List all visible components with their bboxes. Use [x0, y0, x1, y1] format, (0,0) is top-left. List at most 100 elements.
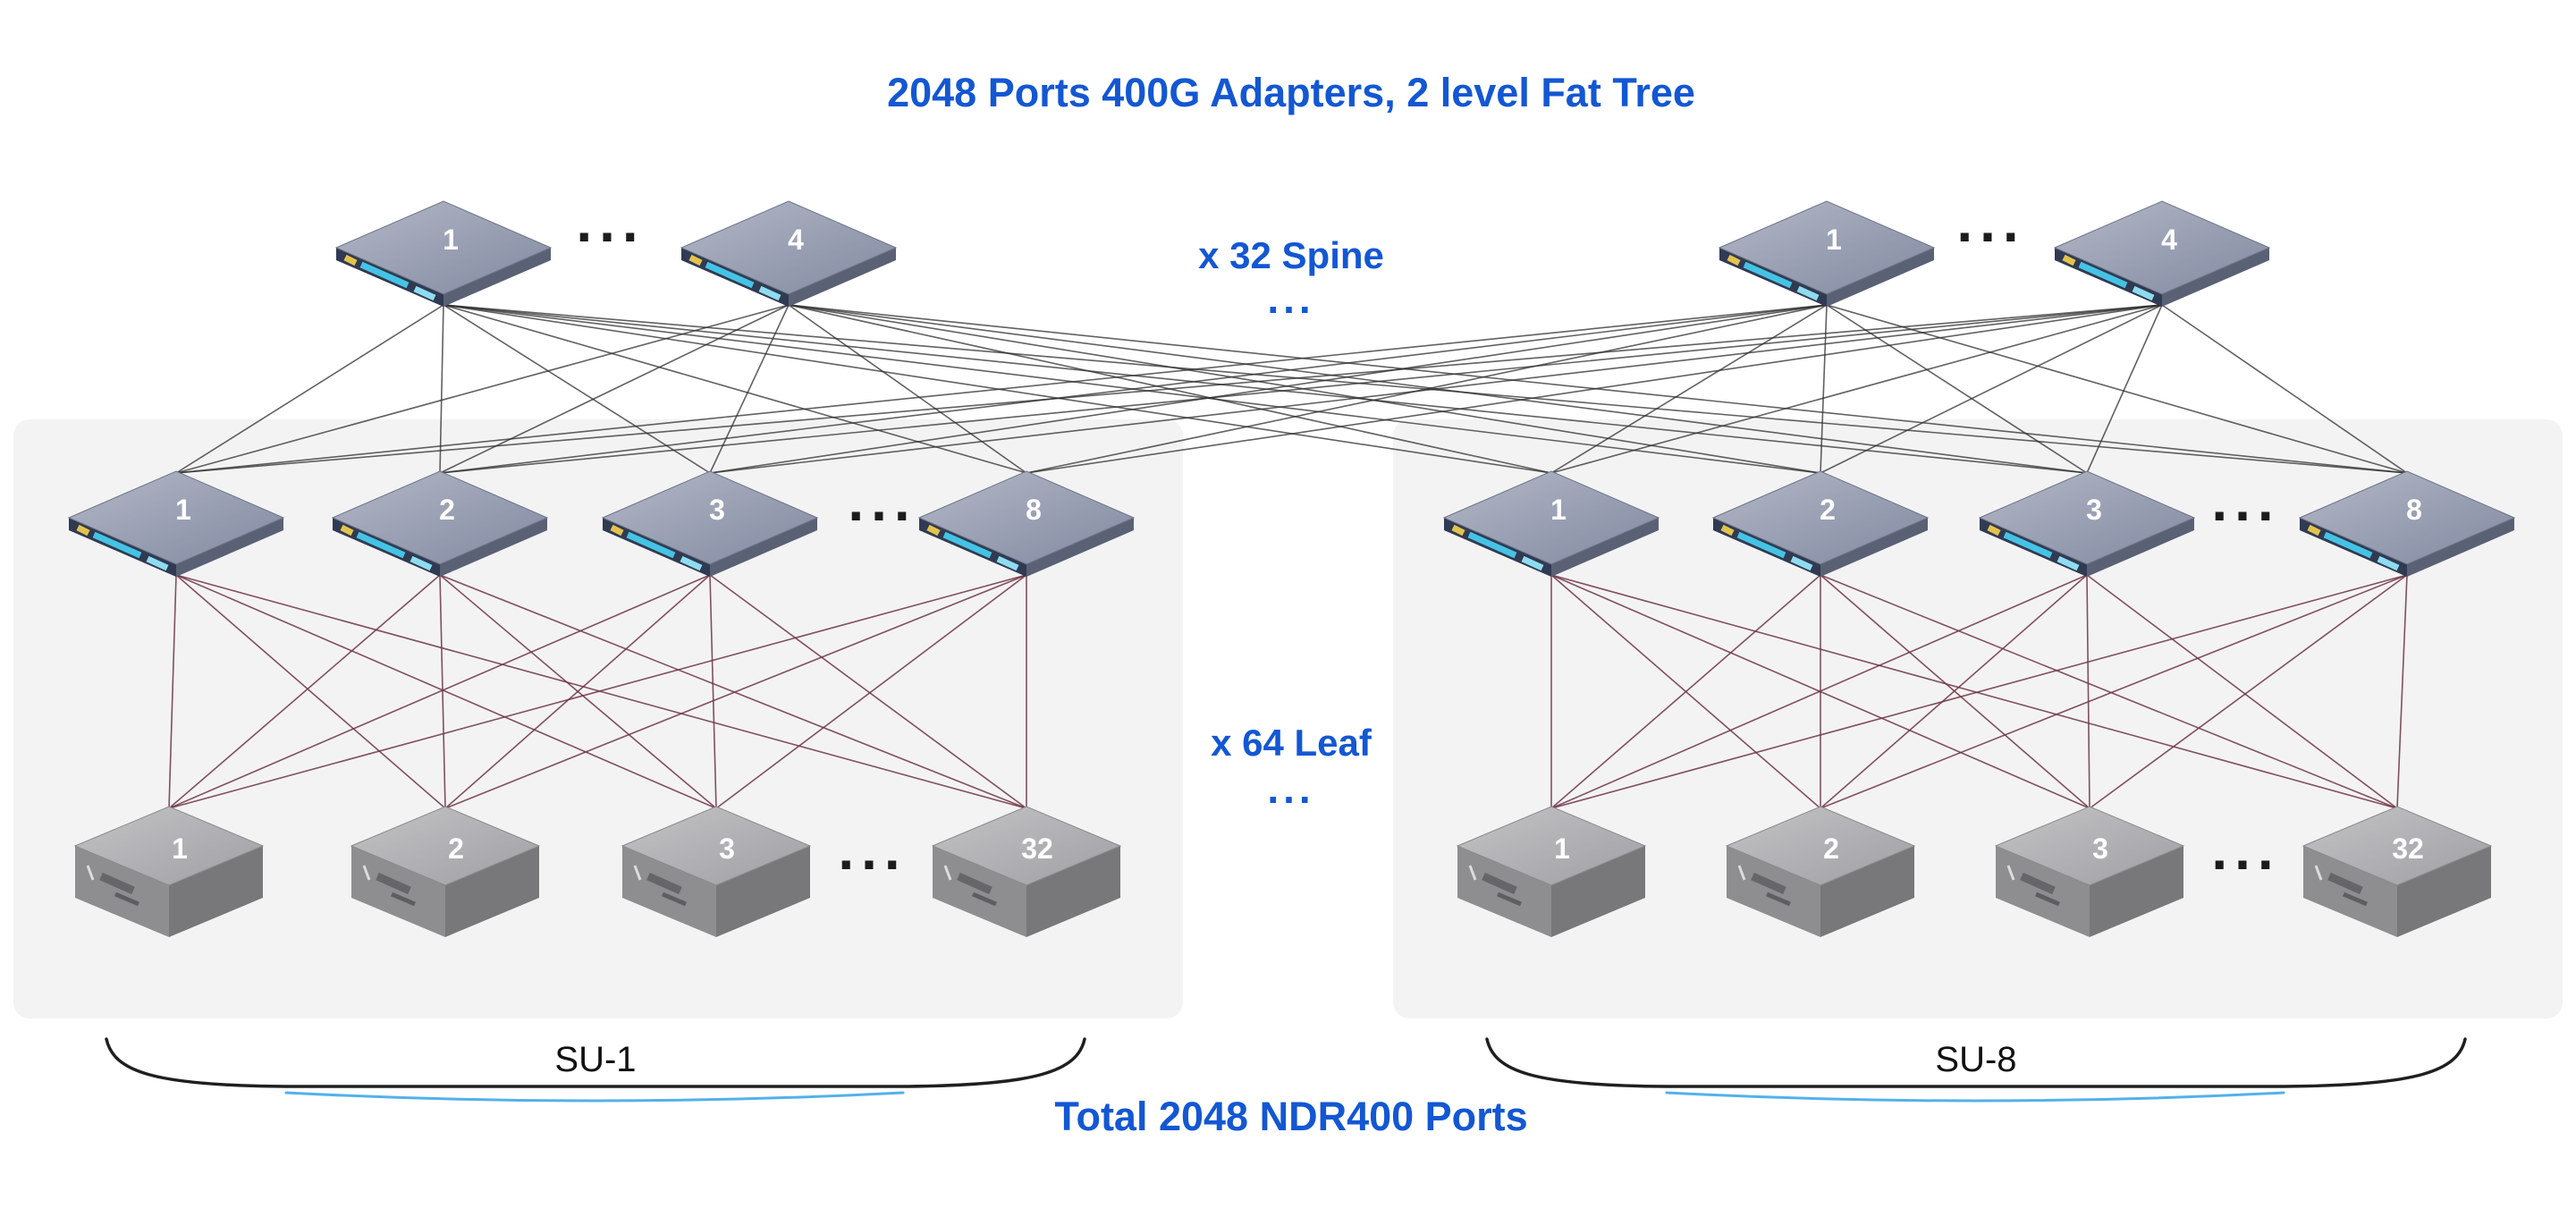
spine-switch-label: 4	[788, 224, 804, 256]
leaf-server-link	[2396, 574, 2408, 809]
server-label: 2	[448, 832, 464, 865]
leaf-server-link	[1820, 574, 2090, 809]
leaf-server-link	[709, 574, 1027, 809]
su1-label: SU-1	[554, 1040, 636, 1079]
server-node: 1	[75, 807, 263, 937]
leaf-switch-node: 3	[603, 471, 817, 577]
spine-leaf-link	[175, 304, 790, 474]
leaf-switch-node: 3	[1980, 471, 2194, 577]
su8-brace	[1485, 1037, 2467, 1088]
spine-row-ellipsis: ...	[576, 190, 645, 254]
server-label: 3	[719, 832, 735, 865]
spine-leaf-link	[1026, 304, 2163, 474]
spine-leaf-link	[2161, 304, 2408, 474]
su1-panel	[13, 419, 1183, 1018]
leaf-row-ellipsis: ...	[2211, 469, 2280, 533]
spine-ellipsis: ...	[1267, 275, 1314, 322]
server-label: 1	[1554, 832, 1570, 865]
topology-links	[168, 304, 2408, 809]
server-node: 32	[2303, 807, 2491, 937]
leaf-server-link	[175, 574, 446, 809]
spine-count-label: x 32 Spine	[1198, 234, 1384, 276]
leaf-server-link	[175, 574, 1027, 809]
server-row-ellipsis: ...	[838, 817, 907, 882]
leaf-switch-label: 2	[1820, 494, 1836, 526]
spine-leaf-link	[788, 304, 1027, 474]
leaf-server-link	[439, 574, 446, 809]
leaf-server-link	[168, 574, 711, 809]
spine-switch-label: 4	[2161, 224, 2177, 256]
leaf-switch-node: 2	[333, 471, 547, 577]
spine-leaf-link	[709, 304, 1828, 474]
server-node: 2	[351, 807, 539, 937]
spine-leaf-link	[1026, 304, 1828, 474]
leaf-server-link	[2086, 574, 2090, 809]
server-label: 32	[2392, 832, 2424, 865]
leaf-server-link	[715, 574, 1027, 809]
leaf-switch-node: 1	[69, 471, 283, 577]
spine-switch-label: 1	[443, 224, 459, 256]
spine-leaf-link	[439, 304, 444, 474]
leaf-server-link	[1550, 574, 2088, 809]
leaf-switch-label: 1	[175, 494, 191, 526]
leaf-row-ellipsis: ...	[848, 469, 916, 533]
leaf-server-link	[168, 574, 1027, 809]
leaf-switch-node: 2	[1713, 471, 1928, 577]
server-node: 3	[1996, 807, 2183, 937]
leaf-server-link	[1820, 574, 2398, 809]
su-panels	[13, 419, 2563, 1018]
leaf-server-link	[2086, 574, 2398, 809]
leaf-server-link	[439, 574, 1027, 809]
spine-switch-node: 4	[681, 201, 896, 307]
spine-leaf-link	[709, 304, 2163, 474]
leaf-server-link	[444, 574, 1027, 809]
spine-switch-node: 1	[336, 201, 551, 307]
topology-nodes: 1 4 1 2 3 8 1 2 3 32......... 1 4 1 2 3 8 1 2 3 32.........	[69, 190, 2514, 937]
leaf-switch-node: 8	[2300, 471, 2514, 577]
spine-leaf-link	[1550, 304, 1828, 474]
server-label: 32	[1021, 832, 1053, 865]
leaf-server-link	[709, 574, 717, 809]
spine-leaf-link	[175, 304, 2163, 474]
leaf-switch-node: 1	[1444, 471, 1659, 577]
leaf-switch-node: 8	[919, 471, 1134, 577]
annotations: 2048 Ports 400G Adapters, 2 level Fat Tr…	[105, 70, 2467, 1139]
su8-brace-accent	[1665, 1091, 2285, 1103]
leaf-count-label: x 64 Leaf	[1211, 722, 1372, 764]
leaf-switch-label: 8	[2406, 494, 2422, 526]
leaf-server-link	[1820, 574, 2408, 809]
spine-leaf-link	[439, 304, 1828, 474]
server-label: 1	[172, 832, 188, 865]
spine-switch-node: 1	[1719, 201, 1934, 307]
spine-leaf-link	[1550, 304, 2163, 474]
leaf-switch-label: 3	[2086, 494, 2102, 526]
spine-leaf-link	[175, 304, 1828, 474]
server-node: 2	[1727, 807, 1914, 937]
spine-leaf-link	[1820, 304, 2163, 474]
server-label: 3	[2092, 832, 2108, 865]
su1-brace	[105, 1037, 1086, 1088]
leaf-ellipsis: ...	[1267, 765, 1314, 812]
leaf-server-link	[1550, 574, 1821, 809]
su8-panel	[1393, 419, 2563, 1018]
leaf-server-link	[168, 574, 441, 809]
leaf-switch-label: 3	[709, 494, 725, 526]
spine-switch-label: 1	[1826, 224, 1842, 256]
spine-switch-node: 4	[2055, 201, 2269, 307]
server-label: 2	[1823, 832, 1839, 865]
leaf-server-link	[168, 574, 177, 809]
server-node: 3	[622, 807, 810, 937]
server-row-ellipsis: ...	[2211, 817, 2280, 882]
spine-leaf-link	[2086, 304, 2163, 474]
leaf-server-link	[1820, 574, 2088, 809]
leaf-server-link	[175, 574, 717, 809]
su1-brace-accent	[284, 1091, 905, 1103]
leaf-server-link	[1550, 574, 2408, 809]
su8-label: SU-8	[1935, 1040, 2016, 1079]
total-ports-label: Total 2048 NDR400 Ports	[1054, 1094, 1527, 1139]
diagram-title: 2048 Ports 400G Adapters, 2 level Fat Tr…	[887, 70, 1695, 115]
spine-leaf-link	[443, 304, 1027, 474]
spine-leaf-link	[175, 304, 444, 474]
